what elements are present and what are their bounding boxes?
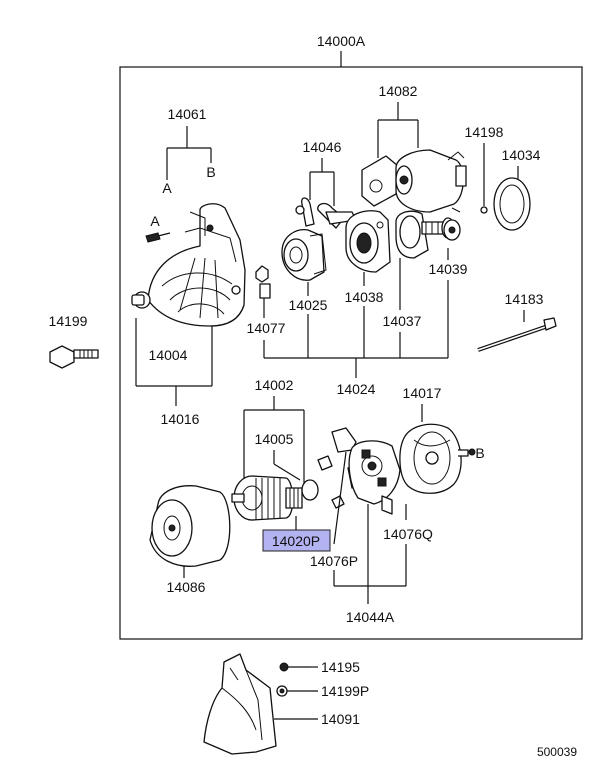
- label-14037: 14037: [383, 313, 422, 329]
- spring-part: [255, 265, 271, 299]
- overrunning-clutch-part: [281, 229, 327, 281]
- gear-14039-part: [443, 219, 461, 241]
- label-14061: 14061: [168, 106, 207, 122]
- label-14017: 14017: [403, 385, 442, 401]
- label-B-bolt: B: [475, 445, 484, 461]
- armature-part: [231, 475, 319, 521]
- label-14039: 14039: [429, 261, 468, 277]
- solenoid-part: [361, 149, 467, 213]
- leader-14076P: [333, 451, 347, 545]
- label-14002: 14002: [255, 377, 294, 393]
- label-B: B: [206, 164, 215, 180]
- label-14091: 14091: [321, 711, 360, 727]
- label-14077: 14077: [247, 320, 286, 336]
- label-14000A: 14000A: [317, 33, 366, 49]
- label-14038: 14038: [345, 289, 384, 305]
- label-A: A: [162, 180, 172, 196]
- planetary-gear-part: [345, 210, 391, 273]
- label-14024: 14024: [337, 381, 376, 397]
- figure-id: 500039: [537, 745, 577, 759]
- bolt-b-part: [468, 448, 476, 456]
- bolt-14195-part: [279, 662, 310, 672]
- shaft-gear-part: [395, 210, 455, 259]
- bolt-14199-part: [49, 345, 99, 369]
- label-14005: 14005: [255, 431, 294, 447]
- rear-cover-part: [399, 423, 469, 494]
- label-14086: 14086: [167, 579, 206, 595]
- label-14044A: 14044A: [346, 609, 395, 625]
- part-14198: [480, 206, 488, 214]
- label-14199: 14199: [49, 313, 88, 329]
- label-14183: 14183: [505, 291, 544, 307]
- assembly-frame: [119, 66, 583, 640]
- front-housing-part: A: [131, 203, 246, 327]
- label-14198: 14198: [465, 124, 504, 140]
- label-A-bolt: A: [150, 213, 160, 229]
- heat-shield-part: [203, 653, 277, 755]
- through-bolt-part: [477, 317, 557, 352]
- label-14020P[interactable]: 14020P: [272, 533, 320, 549]
- label-14025: 14025: [289, 297, 328, 313]
- leader-14005-b: [273, 463, 301, 481]
- label-14082: 14082: [379, 83, 418, 99]
- yoke-part: [149, 485, 231, 567]
- label-14046: 14046: [303, 139, 342, 155]
- seal-ring-part: [493, 177, 531, 231]
- label-14034: 14034: [502, 147, 541, 163]
- brush-holder-part: [317, 427, 401, 515]
- label-14004: 14004: [149, 347, 188, 363]
- label-14076Q: 14076Q: [383, 526, 433, 542]
- label-14199P: 14199P: [321, 683, 369, 699]
- label-14195: 14195: [321, 659, 360, 675]
- label-14076P: 14076P: [310, 553, 358, 569]
- label-14016: 14016: [161, 411, 200, 427]
- bolt-14199P-part: [276, 685, 318, 697]
